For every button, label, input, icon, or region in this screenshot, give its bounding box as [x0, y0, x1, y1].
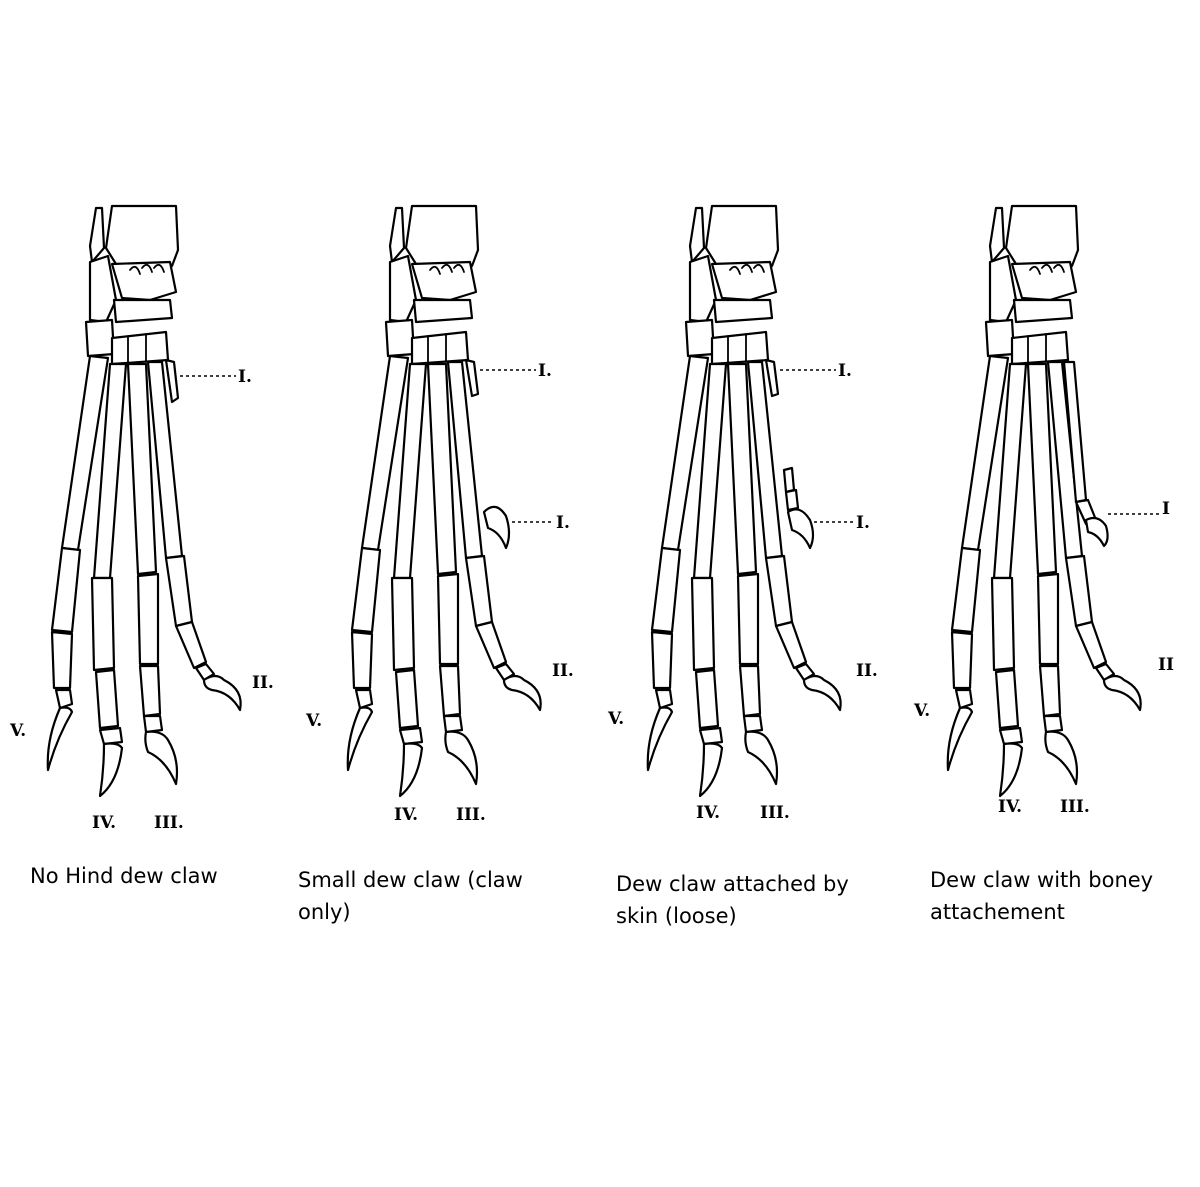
p3-digit-iv: IV.: [696, 803, 720, 823]
p1-digit-ii: II.: [252, 673, 274, 693]
p3-digit-iii: III.: [760, 803, 790, 823]
caption-loose-dew-claw: Dew claw attached by skin (loose): [616, 868, 876, 932]
p2-digit-iv: IV.: [394, 805, 418, 825]
p3-digit-i-dew: I.: [856, 513, 870, 533]
p3-digit-ii: II.: [856, 661, 878, 681]
p4-digit-iii: III.: [1060, 797, 1090, 817]
p2-digit-i-top: I.: [538, 361, 552, 381]
p1-digit-i: I.: [238, 367, 252, 387]
p3-digit-v: V.: [607, 709, 624, 729]
p4-digit-i-dew: I: [1162, 499, 1170, 519]
p4-digit-ii: II: [1158, 655, 1174, 675]
caption-small-dew-claw: Small dew claw (claw only): [298, 864, 548, 928]
p1-digit-v: V.: [9, 721, 26, 741]
p1-digit-iii: III.: [154, 813, 184, 833]
p2-digit-i-dew: I.: [556, 513, 570, 533]
p1-digit-iv: IV.: [92, 813, 116, 833]
p4-digit-iv: IV.: [998, 797, 1022, 817]
caption-no-dew-claw: No Hind dew claw: [30, 860, 270, 892]
p2-digit-v: V.: [305, 711, 322, 731]
p3-digit-i-top: I.: [838, 361, 852, 381]
p4-digit-v: V.: [913, 701, 930, 721]
p2-digit-ii: II.: [552, 661, 574, 681]
caption-boney-dew-claw: Dew claw with boney attachement: [930, 864, 1180, 928]
p2-digit-iii: III.: [456, 805, 486, 825]
